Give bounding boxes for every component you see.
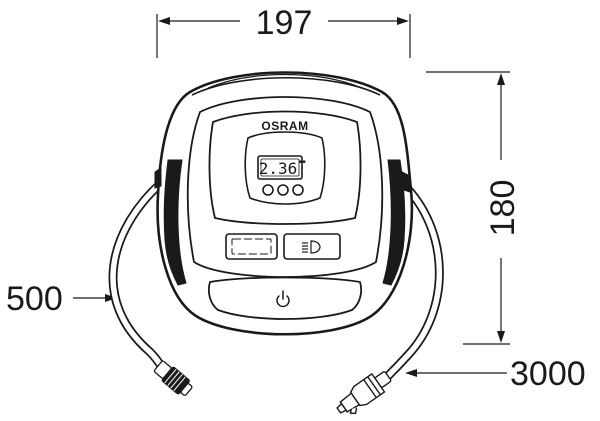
mode-display xyxy=(225,233,278,260)
left-grip xyxy=(163,159,187,286)
air-hose xyxy=(108,179,168,374)
right-grip xyxy=(382,159,406,286)
air-hose-valve-connector xyxy=(153,360,193,396)
brand-logo: OSRAM xyxy=(261,119,308,133)
decrease-button xyxy=(277,184,289,196)
power-cable-leader xyxy=(405,369,507,377)
width-arrow-right xyxy=(397,17,409,25)
height-dimension xyxy=(426,71,510,345)
power-cable xyxy=(383,183,444,381)
height-arrow-top xyxy=(497,73,505,85)
power-icon xyxy=(276,290,290,308)
increase-button xyxy=(292,184,304,196)
control-buttons xyxy=(262,184,304,196)
cigarette-lighter-plug xyxy=(336,371,392,415)
light-icon xyxy=(302,240,321,254)
lcd-unit-mark: ▪▪ xyxy=(299,159,306,165)
lcd-screen xyxy=(257,155,303,180)
width-dimension-label: 197 xyxy=(256,4,313,42)
width-arrow-left xyxy=(158,17,170,25)
height-dimension-label: 180 xyxy=(484,180,522,237)
power-panel xyxy=(207,276,363,320)
width-dimension xyxy=(156,14,411,58)
height-arrow-bottom xyxy=(497,331,505,343)
unit-button xyxy=(262,184,274,196)
power-cable-length-label: 3000 xyxy=(510,355,586,393)
lcd-readout: 2.36 xyxy=(259,159,298,178)
air-hose-length-label: 500 xyxy=(6,280,63,318)
